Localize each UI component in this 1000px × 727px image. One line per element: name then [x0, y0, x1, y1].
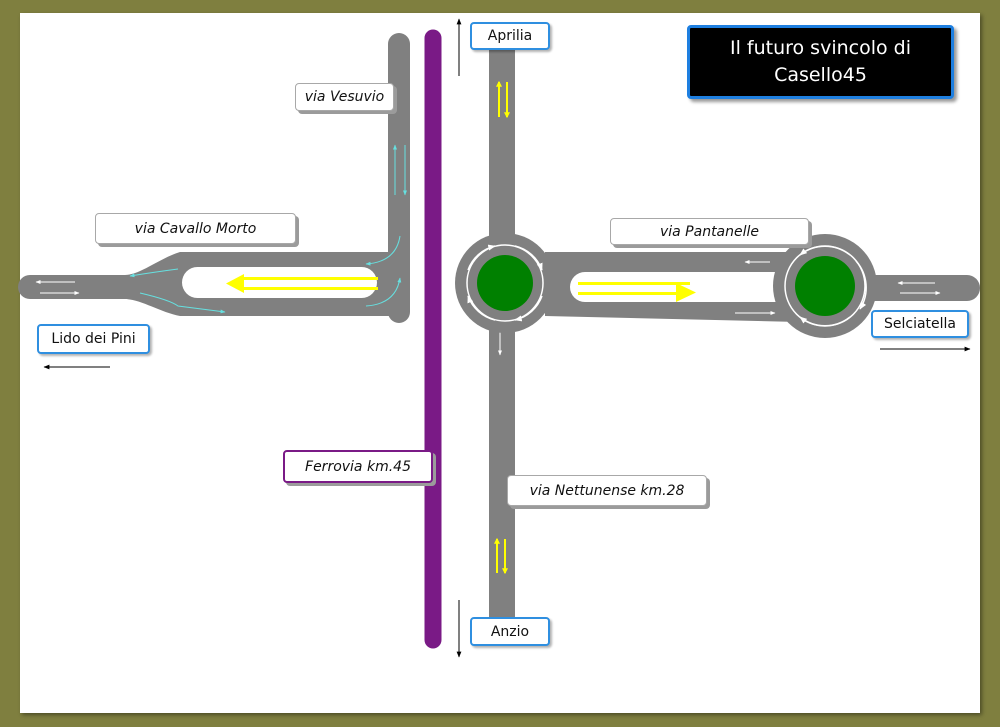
flow-arrow-east — [676, 283, 696, 302]
roundabout-west — [455, 233, 555, 333]
label-aprilia: Aprilia — [470, 22, 550, 50]
flow-arrow-west — [226, 274, 244, 293]
pantanelle-road-group — [545, 252, 980, 322]
label-ferrovia: Ferrovia km.45 — [283, 450, 433, 483]
label-via-cavallo-morto: via Cavallo Morto — [95, 213, 296, 244]
label-via-vesuvio: via Vesuvio — [295, 83, 394, 111]
roundabout-east — [773, 234, 877, 338]
left-road-group — [18, 33, 410, 323]
left-median — [182, 267, 377, 298]
label-lido-dei-pini: Lido dei Pini — [37, 324, 150, 354]
title-line-1: Il futuro svincolo di — [729, 37, 912, 59]
label-via-pantanelle: via Pantanelle — [610, 218, 809, 245]
label-anzio: Anzio — [470, 617, 550, 646]
title-line-2: Casello45 — [774, 64, 867, 86]
label-selciatella: Selciatella — [871, 310, 969, 338]
label-via-nettunense: via Nettunense km.28 — [507, 475, 707, 506]
title-box: Il futuro svincolo di Casello45 — [687, 25, 954, 99]
